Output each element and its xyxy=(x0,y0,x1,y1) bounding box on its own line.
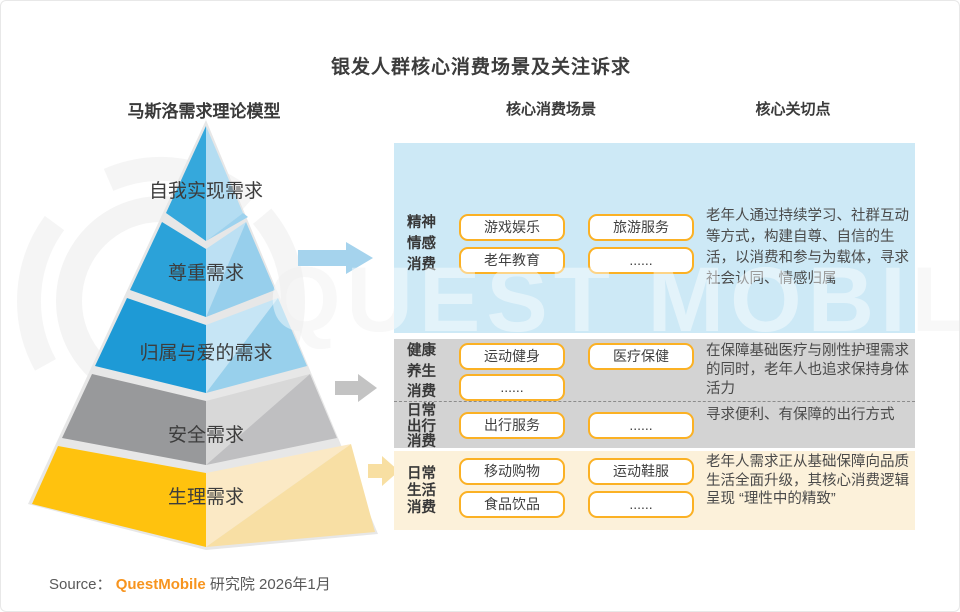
scenario-pill: 医疗保健 xyxy=(588,343,694,370)
scenario-pill: 旅游服务 xyxy=(588,214,694,241)
source-suffix: 研究院 2026年1月 xyxy=(209,576,331,593)
category-label: 精神 情感 消费 xyxy=(407,213,455,276)
source-line: Source： QuestMobile 研究院 2026年1月 xyxy=(49,573,331,594)
scenario-pill: ...... xyxy=(588,491,694,518)
pyramid-heading: 马斯洛需求理论模型 xyxy=(127,102,281,121)
source-prefix: Source： xyxy=(49,576,112,593)
category-line: 消费 xyxy=(407,257,436,273)
arrow-gray xyxy=(335,374,377,402)
panel-daily-life: 日常 生活 消费 移动购物 运动鞋服 食品饮品 ...... 老年人需求正从基础… xyxy=(394,451,915,530)
category-label: 日常 生活 消费 xyxy=(407,466,455,517)
category-label: 健康 养生 消费 xyxy=(407,341,455,403)
scenario-pill: 食品饮品 xyxy=(459,491,565,518)
category-line: 养生 xyxy=(407,363,436,380)
concern-text: 寻求便利、有保障的出行方式 xyxy=(706,407,895,423)
category-line: 日常 xyxy=(407,466,436,482)
column-header-concerns: 核心关切点 xyxy=(755,101,831,118)
category-line: 精神 xyxy=(407,215,436,231)
category-line: 消费 xyxy=(407,384,436,400)
concern-text: 老年人通过持续学习、社群互动等方式，构建自尊、自信的生活，以消费和参与为载体，寻… xyxy=(706,208,909,287)
scenario-pill: ...... xyxy=(588,412,694,439)
page-title: 银发人群核心消费场景及关注诉求 xyxy=(330,57,631,78)
panel-spiritual-emotional: 精神 情感 消费 游戏娱乐 旅游服务 老年教育 ...... 老年人通过持续学习… xyxy=(394,143,915,333)
scenario-pill: 游戏娱乐 xyxy=(459,214,565,241)
category-line: 消费 xyxy=(407,500,436,516)
pyramid-label: 自我实现需求 xyxy=(148,181,263,202)
pyramid-label: 归属与爱的需求 xyxy=(139,343,273,364)
scenario-pill: 运动鞋服 xyxy=(588,458,694,485)
pyramid-label: 安全需求 xyxy=(167,425,244,446)
category-line: 出行 xyxy=(407,418,436,435)
column-header-scenarios: 核心消费场景 xyxy=(505,101,596,118)
category-line: 消费 xyxy=(407,434,436,450)
scenario-pill: 出行服务 xyxy=(459,412,565,439)
source-brand: QuestMobile xyxy=(115,576,206,593)
concern-text: 在保障基础医疗与刚性护理需求的同时，老年人也追求保持身体活力 xyxy=(706,343,909,397)
dashed-divider xyxy=(394,401,915,402)
panel-health-travel: 健康 养生 消费 运动健身 医疗保健 ...... 在保障基础医疗与刚性护理需求… xyxy=(394,339,915,451)
scenario-pill: ...... xyxy=(459,374,565,401)
pyramid-label: 生理需求 xyxy=(167,487,244,508)
category-line: 生活 xyxy=(407,483,436,499)
scenario-pill: 老年教育 xyxy=(459,247,565,274)
scenario-pill: 移动购物 xyxy=(459,458,565,485)
pyramid-label: 尊重需求 xyxy=(167,263,244,284)
scenario-pill: 运动健身 xyxy=(459,343,565,370)
category-label: 日常 出行 消费 xyxy=(407,403,455,451)
scenario-pill: ...... xyxy=(588,247,694,274)
concern-text: 老年人需求正从基础保障向品质生活全面升级，其核心消费逻辑呈现 “理性中的精致” xyxy=(706,454,909,507)
category-line: 情感 xyxy=(407,236,436,252)
category-line: 日常 xyxy=(407,403,436,419)
category-line: 健康 xyxy=(407,343,436,359)
